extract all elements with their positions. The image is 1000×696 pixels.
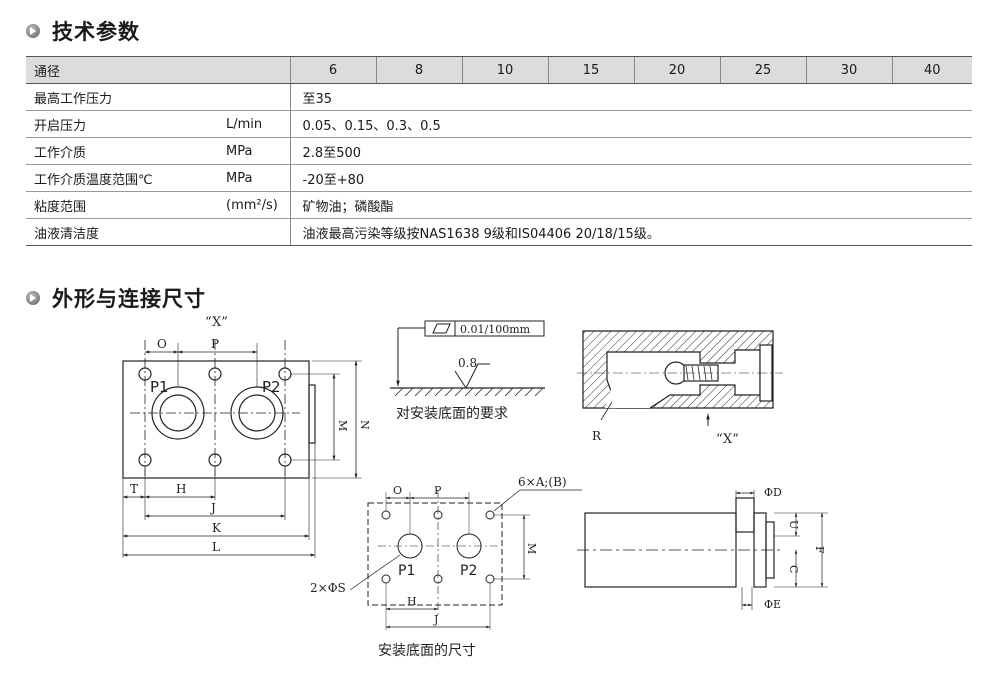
bullet-icon [26,291,40,305]
header-cell: 6 [289,56,377,84]
side-dim-u: U [787,520,800,529]
dim-o: O [157,337,167,351]
header-cell: 40 [891,56,973,84]
valve-side-plate [308,384,316,444]
value-cell: 油液最高污染等级按NAS1638 9级和IS04406 20/18/15级。 [289,218,973,246]
port-p2-label: P2 [262,378,281,396]
side-dim-f: F [813,546,826,554]
mount-dim-h: H [407,595,417,608]
dim-l: L [212,540,220,554]
mount-dim-m: M [525,543,538,554]
header-cell: 8 [375,56,463,84]
flatness-tolerance: 0.01/100mm [460,323,531,336]
mounting-caption: 安装底面的尺寸 [378,643,476,659]
param-cell: 开启压力 [26,110,218,138]
radius-label: R [592,429,602,443]
value-cell: -20至+80 [289,164,973,192]
param-cell: 工作介质温度范围℃ [26,164,218,192]
side-dim-e: ΦE [764,598,781,611]
unit-cell: MPa [218,137,291,165]
section-title-tech: 技术参数 [26,16,140,46]
table-row: 工作介质 MPa 2.8至500 [26,137,973,165]
dim-h: H [176,482,186,496]
value-cell: 矿物油；磷酸酯 [289,191,973,219]
header-cell: 30 [805,56,893,84]
table-row: 油液清洁度 油液最高污染等级按NAS1638 9级和IS04406 20/18/… [26,218,973,246]
unit-cell: MPa [218,164,291,192]
param-cell: 油液清洁度 [26,218,218,246]
mount-ports-dia-label: 2×ΦS [310,581,346,595]
roughness-value: 0.8 [458,356,477,370]
value-cell: 至35 [289,83,973,111]
top-view-x-label: “X” [205,315,228,330]
header-cell: 25 [719,56,807,84]
spec-table: 通径 6 8 10 15 20 25 30 40 最高工作压力 至35 开启压力… [26,56,973,246]
mount-holes-label: 6×A;(B) [518,475,567,489]
mount-port-p2-label: P2 [460,563,477,579]
port-p1-label: P1 [150,378,169,396]
bullet-icon [26,24,40,38]
header-cell: 10 [461,56,549,84]
unit-cell [218,218,291,246]
header-cell: 15 [547,56,635,84]
section-title-tech-text: 技术参数 [52,20,140,44]
value-cell: 0.05、0.15、0.3、0.5 [289,110,973,138]
header-cell: 通径 [26,56,291,84]
side-dim-c: C [787,565,800,573]
section-title-dimensions: 外形与连接尺寸 [26,283,206,313]
dim-j: J [209,501,216,515]
unit-cell [218,83,291,111]
dim-k: K [212,521,222,535]
dim-m: M [336,420,349,431]
table-row: 粘度范围 (mm²/s) 矿物油；磷酸酯 [26,191,973,219]
table-header-row: 通径 6 8 10 15 20 25 30 40 [26,56,973,84]
table-row: 工作介质温度范围℃ MPa -20至+80 [26,164,973,192]
unit-cell: L/min [218,110,291,138]
section-view-drawing: R “X” [577,330,783,447]
unit-cell: (mm²/s) [218,191,291,219]
table-row: 开启压力 L/min 0.05、0.15、0.3、0.5 [26,110,973,138]
header-cell: 20 [633,56,721,84]
mount-dim-o: O [393,484,402,497]
surface-caption: 对安装底面的要求 [396,406,508,422]
param-cell: 最高工作压力 [26,83,218,111]
param-cell: 工作介质 [26,137,218,165]
mount-dim-p: P [434,484,442,497]
dim-p: P [211,337,219,351]
dim-t: T [130,482,138,496]
section-x-label: “X” [716,432,739,447]
surface-requirement-drawing: 0.01/100mm 0.8 对安装底面的要求 [390,320,545,422]
value-cell: 2.8至500 [289,137,973,165]
mounting-surface-drawing: P1 P2 O P 6×A;(B) M 2×ΦS H J 安装底面的尺寸 [310,475,582,659]
top-view-drawing: “X” P1 P2 O P M N [122,315,371,558]
mount-dim-j: J [433,613,438,626]
side-dim-d: ΦD [764,486,782,499]
side-view-drawing: ΦD ΦE U C F [577,486,828,611]
section-title-dimensions-text: 外形与连接尺寸 [52,287,206,311]
mount-port-p1-label: P1 [398,563,415,579]
table-row: 最高工作压力 至35 [26,83,973,111]
dim-n: N [358,420,371,430]
param-cell: 粘度范围 [26,191,218,219]
